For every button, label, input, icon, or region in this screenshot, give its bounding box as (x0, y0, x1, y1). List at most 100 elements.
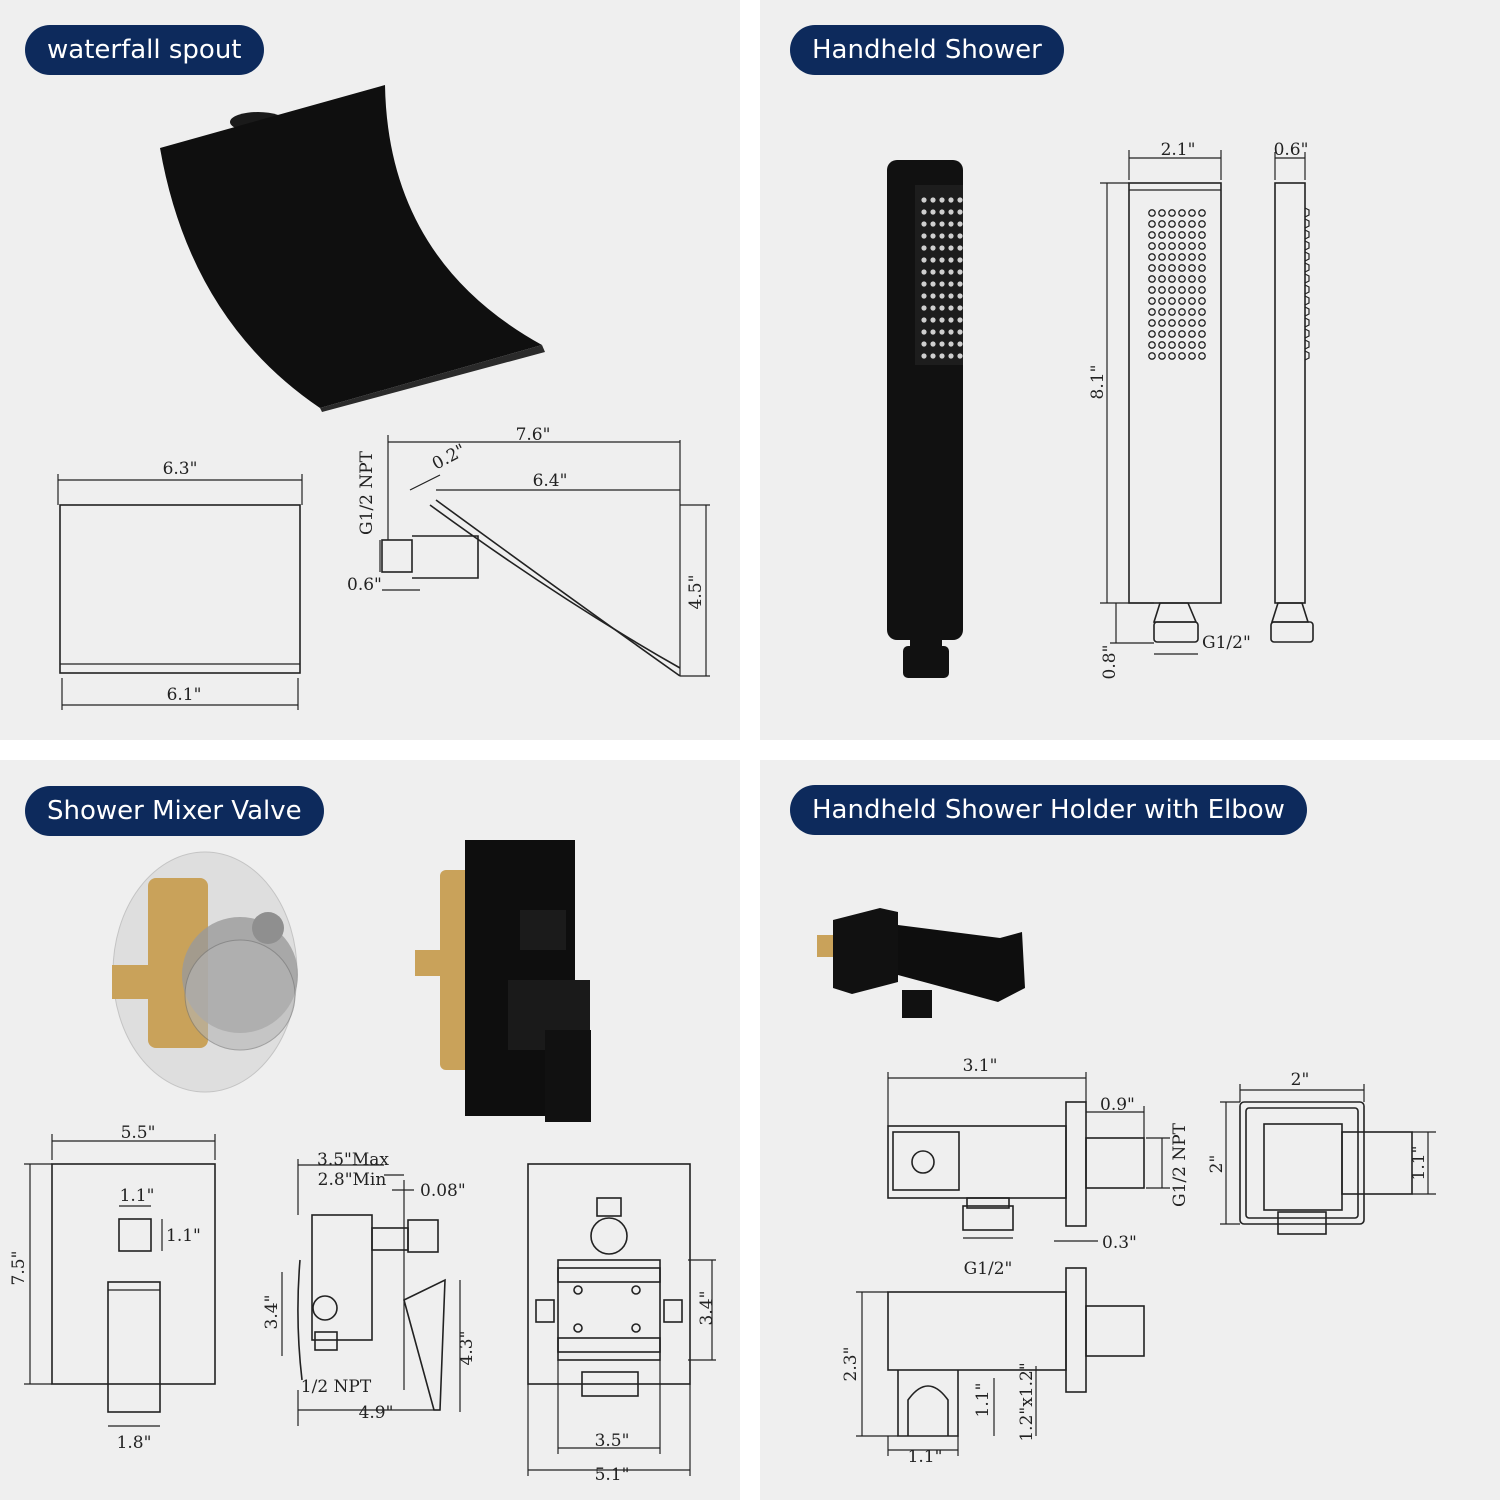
nozzle-outline (1188, 319, 1196, 327)
holder-side-view (856, 1267, 1145, 1456)
nozzle-dot (930, 269, 936, 275)
nozzle-outline (1198, 242, 1206, 250)
nozzle-outline (1148, 275, 1156, 283)
nozzle-outline (1168, 319, 1176, 327)
nozzle-outline (1168, 341, 1176, 349)
nozzle-dot (948, 221, 954, 227)
waterfall-side-view (379, 435, 710, 677)
nozzle-outline (1168, 297, 1176, 305)
nozzle-outline (1168, 253, 1176, 261)
nozzle-outline (1168, 209, 1176, 217)
dim-height: 4.5" (686, 575, 706, 610)
nozzle-outline (1188, 253, 1196, 261)
nozzle-dot (939, 341, 945, 347)
nozzle-outline (1158, 253, 1166, 261)
nozzle-outline (1148, 352, 1156, 360)
dim-flange: 0.9" (1100, 1095, 1135, 1115)
dim-rough-width: 3.5" (595, 1431, 630, 1451)
nozzle-dot (948, 317, 954, 323)
nozzle-outline (1148, 297, 1156, 305)
nozzle-outline (1198, 209, 1206, 217)
dim-cradle-width: 1.1" (908, 1447, 943, 1467)
nozzle-outline (1168, 242, 1176, 250)
nozzle-bump (1304, 251, 1310, 262)
nozzle-bump (1304, 262, 1310, 273)
nozzle-bump (1304, 306, 1310, 317)
nozzle-outline (1158, 275, 1166, 283)
nozzle-dot (930, 329, 936, 335)
nozzle-dot (921, 257, 927, 263)
dim-knob-height: 1.1" (166, 1226, 201, 1246)
handheld-diagram: 2.1" 8.1" 0.8" G1/2" 0.6" (887, 140, 1314, 679)
nozzle-dot (921, 293, 927, 299)
nozzle-outline (1198, 330, 1206, 338)
nozzle-outline (1148, 264, 1156, 272)
nozzle-dot (930, 353, 936, 359)
nozzle-dot (930, 281, 936, 287)
waterfall-diagram: 6.3" 6.1" 7.6" 6.4" 0.2" G1/2 NPT 0.6" 4… (57, 85, 710, 710)
valve-front-view (24, 1134, 216, 1427)
nozzle-outline (1148, 308, 1156, 316)
nozzle-outline (1178, 352, 1186, 360)
nozzle-outline (1168, 264, 1176, 272)
nozzle-outline (1168, 330, 1176, 338)
nozzle-dot (921, 317, 927, 323)
nozzle-outline (1188, 231, 1196, 239)
nozzle-outline (1158, 330, 1166, 338)
nozzle-outline (1178, 275, 1186, 283)
nozzle-dot (957, 329, 963, 335)
nozzle-outline (1178, 231, 1186, 239)
dim-outlet: G1/2" (964, 1259, 1013, 1279)
dim-height: 8.1" (1088, 365, 1108, 400)
nozzle-dot (948, 281, 954, 287)
dim-plate-height: 7.5" (9, 1251, 29, 1286)
nozzle-bump (1304, 240, 1310, 251)
holder-title: Handheld Shower Holder with Elbow (790, 785, 1307, 835)
nozzle-dot (948, 233, 954, 239)
dim-max: 3.5"Max (317, 1150, 389, 1170)
nozzle-outline (1158, 352, 1166, 360)
nozzle-outline (1158, 242, 1166, 250)
nozzle-dot (930, 257, 936, 263)
nozzle-outline (1198, 253, 1206, 261)
nozzle-outline (1158, 319, 1166, 327)
nozzle-outline (1188, 220, 1196, 228)
handheld-title: Handheld Shower (790, 25, 1064, 75)
nozzle-bump (1304, 207, 1310, 218)
valve-rough-in-render (112, 851, 298, 1093)
nozzle-dot (921, 269, 927, 275)
nozzle-dot (930, 341, 936, 347)
panel-shower-mixer-valve: Shower Mixer Valve (0, 760, 740, 1500)
dim-flange-thickness: 0.3" (1102, 1233, 1137, 1253)
nozzle-outline (1188, 242, 1196, 250)
nozzle-bump (1304, 229, 1310, 240)
dim-min: 2.8"Min (318, 1170, 387, 1190)
waterfall-top-view (57, 474, 303, 710)
dim-front-height: 2" (1207, 1155, 1227, 1174)
nozzle-outline (1198, 352, 1206, 360)
waterfall-title: waterfall spout (25, 25, 264, 75)
nozzle-outline (1188, 209, 1196, 217)
nozzle-dot (957, 269, 963, 275)
nozzle-outline (1178, 209, 1186, 217)
dim-thickness: 0.2" (429, 440, 469, 474)
nozzle-outline (1158, 286, 1166, 294)
nozzle-dot (957, 341, 963, 347)
nozzle-dot (948, 245, 954, 251)
nozzle-dot (957, 233, 963, 239)
nozzle-dot (948, 305, 954, 311)
valve-title: Shower Mixer Valve (25, 786, 324, 836)
nozzle-bump (1304, 284, 1310, 295)
dim-thread: G1/2 NPT (357, 450, 377, 535)
nozzle-outline (1178, 286, 1186, 294)
nozzle-dot (939, 305, 945, 311)
nozzle-bump (1304, 218, 1310, 229)
nozzle-dot (930, 221, 936, 227)
nozzle-outline (1178, 330, 1186, 338)
dim-knob-width: 1.1" (120, 1186, 155, 1206)
nozzle-outline (1188, 286, 1196, 294)
nozzle-dot (939, 257, 945, 263)
panel-waterfall-spout: waterfall spout 6.3" 6.1" (0, 0, 740, 740)
nozzle-outline (1158, 341, 1166, 349)
dim-handle-height: 4.3" (457, 1331, 477, 1366)
